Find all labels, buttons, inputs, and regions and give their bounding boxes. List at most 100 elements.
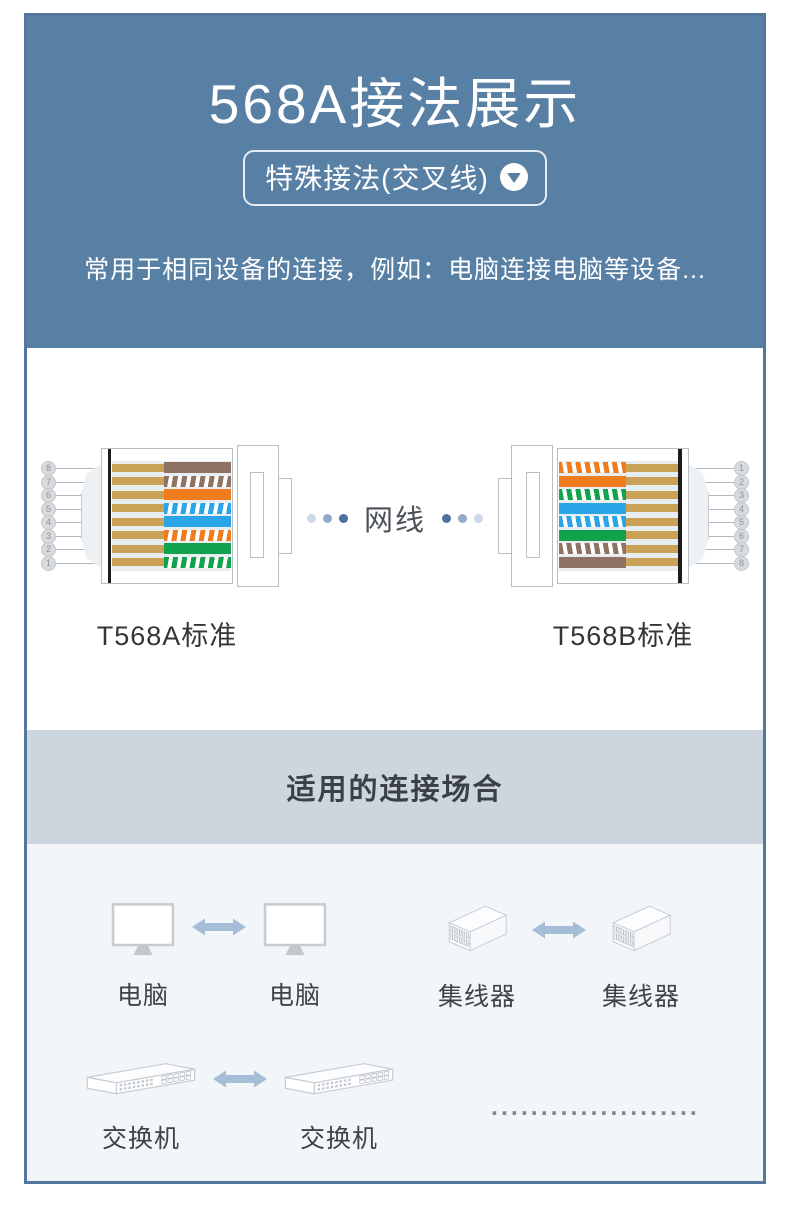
wire-pin-3 <box>559 489 678 500</box>
device-label: 电脑 <box>116 982 169 1010</box>
contact-gold <box>626 558 678 566</box>
header-subtitle: 常用于相同设备的连接，例如：电脑连接电脑等设备... <box>84 255 706 284</box>
pin-number-6: 6 <box>40 488 56 503</box>
wire-pin-2 <box>559 475 678 487</box>
cable-dots-right <box>442 513 483 523</box>
wire-white-blue <box>163 502 231 514</box>
wire-pin-7 <box>111 475 231 487</box>
hub-icon <box>609 902 673 964</box>
pin-number-2: 2 <box>40 542 56 557</box>
pin-number-5: 5 <box>734 515 749 530</box>
wire-pin-5 <box>559 516 678 527</box>
wire-white-green <box>163 556 231 568</box>
contact-gold <box>111 490 164 499</box>
wire-pin-6 <box>111 489 231 500</box>
cable-dots-left <box>306 513 348 523</box>
contact-gold <box>626 504 678 512</box>
contact-gold <box>111 558 164 566</box>
wire-panel <box>111 461 231 571</box>
pin-number-8: 8 <box>40 461 56 476</box>
wire-pin-2 <box>111 543 231 554</box>
connector-boot <box>236 445 279 587</box>
device-label: 交换机 <box>299 1125 378 1153</box>
contact-gold <box>111 531 164 539</box>
device-label: 电脑 <box>268 982 321 1010</box>
contact-gold <box>111 517 164 526</box>
connector-body <box>557 448 689 584</box>
device-switch-right: 交换机 <box>283 1061 395 1155</box>
connector-tail <box>277 478 292 554</box>
connector-boot <box>511 445 553 587</box>
special-wiring-badge[interactable]: 特殊接法(交叉线) <box>243 149 547 206</box>
double-arrow-icon <box>532 918 587 947</box>
wire-orange <box>163 489 231 500</box>
header-section: 568A接法展示 特殊接法(交叉线) 常用于相同设备的连接，例如：电脑连接电脑等… <box>27 16 763 348</box>
pin-number-7: 7 <box>734 542 749 557</box>
wire-pin-7 <box>559 543 678 554</box>
use-cases-band: 适用的连接场合 <box>27 730 763 844</box>
switch-icon <box>283 1061 395 1106</box>
computer-icon <box>262 902 328 963</box>
wire-brown <box>559 556 626 568</box>
double-arrow-icon <box>213 1067 267 1096</box>
scenario-row-2: 交换机 交换机 ..................... <box>85 1061 763 1155</box>
wire-pin-4 <box>111 516 231 527</box>
switch-icon <box>85 1061 197 1106</box>
contact-gold <box>111 463 164 472</box>
wire-green <box>559 529 626 541</box>
scenario-row-1: 电脑 电脑 集线器 集线器 <box>110 902 763 1013</box>
contact-gold <box>111 504 164 512</box>
chevron-down-icon[interactable] <box>499 162 528 191</box>
contact-gold <box>626 531 678 539</box>
double-arrow-icon <box>192 915 246 944</box>
device-hub-left: 集线器 <box>438 902 516 1013</box>
network-cable-label-group: 网线 <box>306 497 483 539</box>
device-computer-left: 电脑 <box>110 902 176 1012</box>
contact-gold <box>111 477 164 485</box>
connector-body <box>100 448 233 584</box>
wire-white-green <box>559 489 626 500</box>
connector-latch <box>687 463 709 569</box>
pin-number-1: 1 <box>734 461 749 476</box>
connector-label-t568b: T568B标准 <box>552 621 694 651</box>
wire-pin-8 <box>559 556 678 568</box>
wire-pin-8 <box>111 462 231 473</box>
connector-latch <box>80 463 103 569</box>
wire-blue <box>559 502 626 514</box>
contact-gold <box>111 544 164 553</box>
device-switch-left: 交换机 <box>85 1061 197 1155</box>
pair-hubs: 集线器 集线器 <box>438 902 680 1013</box>
computer-icon <box>110 902 176 963</box>
scenarios-section: 电脑 电脑 集线器 集线器 <box>27 844 763 1181</box>
contact-gold <box>626 490 678 499</box>
device-label: 集线器 <box>438 983 517 1011</box>
device-label: 集线器 <box>602 983 681 1011</box>
contact-gold <box>626 477 678 485</box>
wire-pin-1 <box>111 556 231 568</box>
poster: 568A接法展示 特殊接法(交叉线) 常用于相同设备的连接，例如：电脑连接电脑等… <box>24 13 766 1184</box>
wire-pin-1 <box>559 462 678 473</box>
pair-switches: 交换机 交换机 <box>85 1061 395 1155</box>
wire-white-brown <box>559 543 626 554</box>
wire-white-orange <box>559 462 626 473</box>
wire-green <box>163 543 231 554</box>
wire-orange <box>559 475 626 487</box>
use-cases-title: 适用的连接场合 <box>286 774 504 806</box>
wire-brown <box>163 462 231 473</box>
contact-gold <box>626 544 678 553</box>
wire-pin-5 <box>111 502 231 514</box>
pin-number-1: 1 <box>40 555 56 571</box>
contact-gold <box>626 463 678 472</box>
page-title: 568A接法展示 <box>208 73 582 135</box>
connector-label-t568a: T568A标准 <box>96 621 238 651</box>
pin-number-4: 4 <box>40 515 56 530</box>
hub-icon <box>445 902 509 964</box>
device-hub-right: 集线器 <box>602 902 680 1013</box>
contact-gold <box>626 517 678 526</box>
wire-white-brown <box>163 475 231 487</box>
pair-computers: 电脑 电脑 <box>110 902 328 1012</box>
network-cable-label: 网线 <box>363 505 426 537</box>
